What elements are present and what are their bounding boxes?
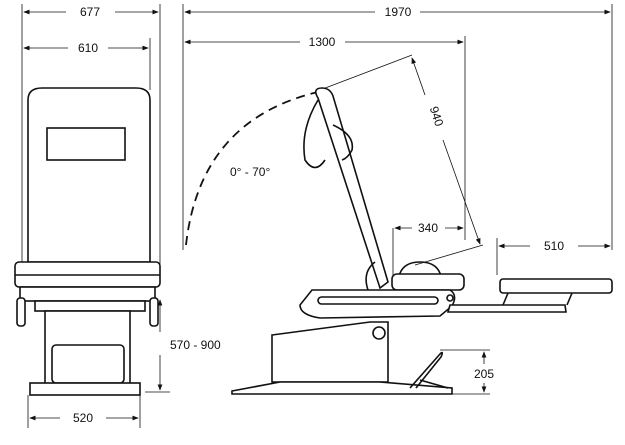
seat-side — [391, 273, 465, 291]
column-front — [44, 310, 131, 386]
pedal-height-label: 205 — [474, 367, 494, 381]
recline-angle-label: 0° - 70° — [230, 165, 270, 179]
front-view: 677 610 520 570 - 900 — [14, 4, 221, 428]
backrest-width-label: 610 — [78, 41, 98, 55]
column-side — [271, 321, 389, 383]
base-plate-side — [231, 381, 453, 395]
seat-height-label: 570 - 900 — [170, 338, 221, 352]
side-view: 1970 1300 0° - 70° 940 340 510 — [182, 4, 613, 395]
reclined-length-label: 1300 — [309, 35, 336, 49]
backrest-side — [314, 87, 389, 290]
base-width-label: 520 — [73, 411, 93, 425]
recline-arc — [185, 91, 319, 246]
headrest-panel — [46, 127, 126, 161]
overall-length-label: 1970 — [385, 5, 412, 19]
seat-depth-label: 340 — [418, 221, 438, 235]
base-plate-front — [29, 382, 141, 396]
overall-width-label: 677 — [80, 5, 100, 19]
backrest-front — [27, 87, 151, 263]
footrest — [499, 278, 613, 294]
footrest-length-label: 510 — [544, 239, 564, 253]
backrest-length-label: 940 — [427, 105, 447, 129]
